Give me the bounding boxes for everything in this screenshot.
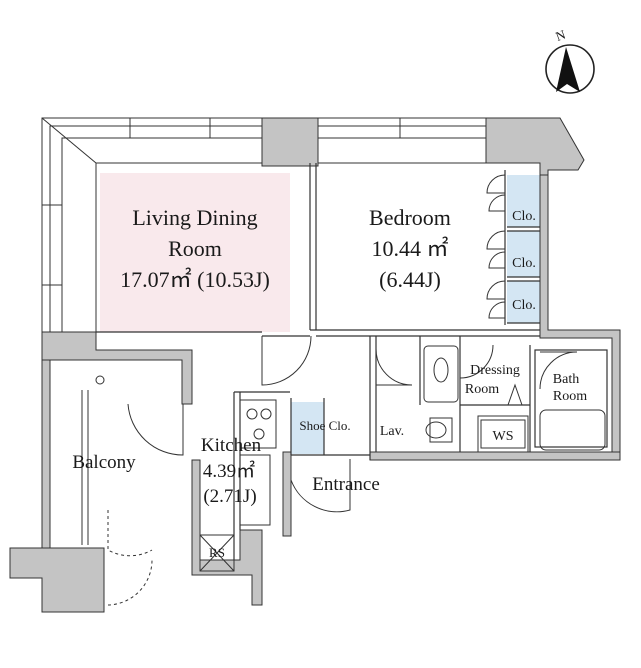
entrance-label: Entrance [312, 474, 380, 495]
closet-fill [507, 281, 540, 323]
shoe-closet-label: Shoe Clo. [299, 418, 350, 433]
bedroom-name: Bedroom [369, 205, 451, 230]
kitchen-area-j: (2.71J) [203, 486, 256, 507]
living-room-name-line2: Room [168, 236, 222, 261]
toilet [429, 417, 453, 443]
bath-room-label-line2: Room [553, 389, 587, 404]
dressing-room-label: Dressing [470, 363, 520, 378]
washer-space [477, 415, 529, 453]
north-arrow-icon [556, 47, 580, 92]
dressing-room-label-line2: Room [465, 382, 499, 397]
lavatory-label: Lav. [380, 424, 404, 439]
compass: N [545, 26, 595, 94]
shoe-closet-fill [291, 402, 324, 454]
refrigerator-label: RS [209, 545, 225, 560]
closet-label: Clo. [512, 256, 536, 271]
compass-north-label: N [554, 26, 569, 44]
fixtures [81, 345, 606, 572]
closet-fills [291, 175, 540, 454]
balcony-label: Balcony [72, 452, 136, 473]
window-mullions [42, 118, 401, 286]
kitchen-name: Kitchen [201, 435, 262, 456]
refrigerator-space [199, 534, 235, 572]
living-room-name: Living Dining [132, 205, 257, 230]
bathtub [539, 409, 606, 451]
bath-room-label: Bath [553, 372, 579, 387]
room-labels: Living Dining Room 17.07㎡ (10.53J) Bedro… [72, 205, 587, 560]
closet-label: Clo. [512, 209, 536, 224]
washer-label: WS [493, 429, 514, 444]
closet-fill [507, 231, 540, 277]
closet-label: Clo. [512, 298, 536, 313]
stove [239, 399, 277, 449]
living-room-area: 17.07㎡ (10.53J) [120, 267, 270, 292]
living-room-fill [100, 173, 290, 332]
window-frame [41, 117, 509, 332]
structural-walls [9, 117, 621, 613]
kitchen-area: 4.39㎡ [203, 459, 255, 482]
closet-fill [507, 175, 540, 227]
compass-ring [545, 44, 595, 94]
washbasin [423, 345, 459, 403]
bedroom-area-j: (6.44J) [379, 267, 441, 292]
doors [107, 174, 578, 606]
bedroom-area: 10.44 ㎡ [371, 236, 448, 261]
